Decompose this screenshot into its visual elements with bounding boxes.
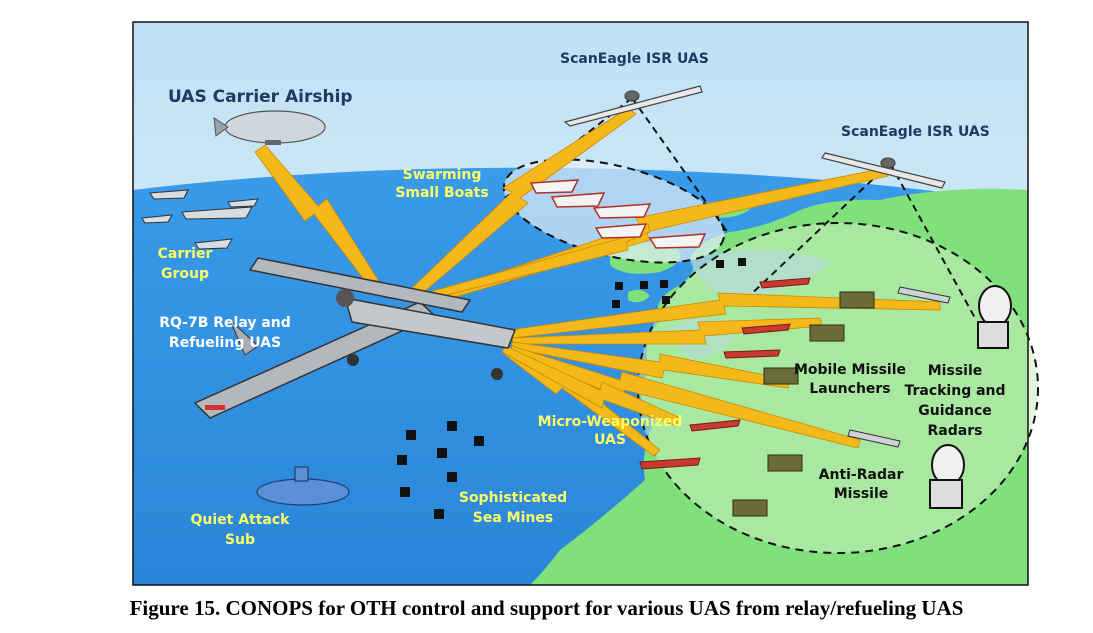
micro-label-line: Micro-Weaponized [537,414,683,430]
sub-icon [256,466,350,506]
relay-label-line: RQ-7B Relay and [159,315,291,331]
tracking-label-line: Guidance [918,403,992,419]
airship-label: UAS Carrier Airship [168,87,353,107]
island [628,289,650,303]
radar-icon [929,285,1012,509]
sub-label-line: Quiet Attack [190,512,290,528]
micro-uas-label: Micro-Weaponized UAS [535,413,685,449]
mobile-label-line: Launchers [809,381,891,397]
missile-launcher-icon [732,291,875,517]
swarming-label-line: Swarming [402,167,482,183]
swarming-boats-label: Swarming Small Boats [392,166,492,202]
rq-7b-uas-icon [193,257,517,419]
relay-uas-label: RQ-7B Relay and Refueling UAS [150,313,300,353]
sea-mines-label: Sophisticated Sea Mines [453,488,573,528]
antiradar-label-line: Anti-Radar [818,467,904,483]
tracking-label-line: Tracking and [904,383,1006,399]
antiradar-label-line: Missile [833,486,889,502]
anti-radar-missile-icon [847,286,951,448]
mobile-label-line: Mobile Missile [793,362,907,378]
comm-links [254,107,941,457]
figure-frame [132,21,1029,586]
carrier-group-icon [141,189,259,250]
scaneagle-label: ScanEagle ISR UAS [560,51,709,67]
tracking-label-line: Radars [927,423,983,439]
quiet-sub-label: Quiet Attack Sub [185,510,295,550]
micro-label-line: UAS [594,432,626,448]
carrier-group-label: Carrier Group [150,244,220,284]
mines-label-line: Sea Mines [472,510,554,526]
figure-caption: Figure 15. CONOPS for OTH control and su… [129,596,964,620]
anti-radar-label: Anti-Radar Missile [806,466,916,504]
carrier-label-line: Group [160,266,209,282]
swarming-label-line: Small Boats [395,185,489,201]
sub-label-line: Sub [224,532,256,548]
relay-label-line: Refueling UAS [168,335,282,351]
carrier-label-line: Carrier [157,246,213,262]
tracking-label-line: Missile [927,363,983,379]
scaneagle-label: ScanEagle ISR UAS [841,124,990,140]
scaneagle-uas-icon [563,85,946,189]
sea-mine-icon [397,258,746,519]
mobile-launchers-label: Mobile Missile Launchers [790,361,910,399]
airship-icon [213,110,326,145]
mines-label-line: Sophisticated [458,490,568,506]
micro-uas-icon [639,277,811,470]
small-boat-icon [529,179,707,249]
tracking-radars-label: Missile Tracking and Guidance Radars [900,361,1010,441]
